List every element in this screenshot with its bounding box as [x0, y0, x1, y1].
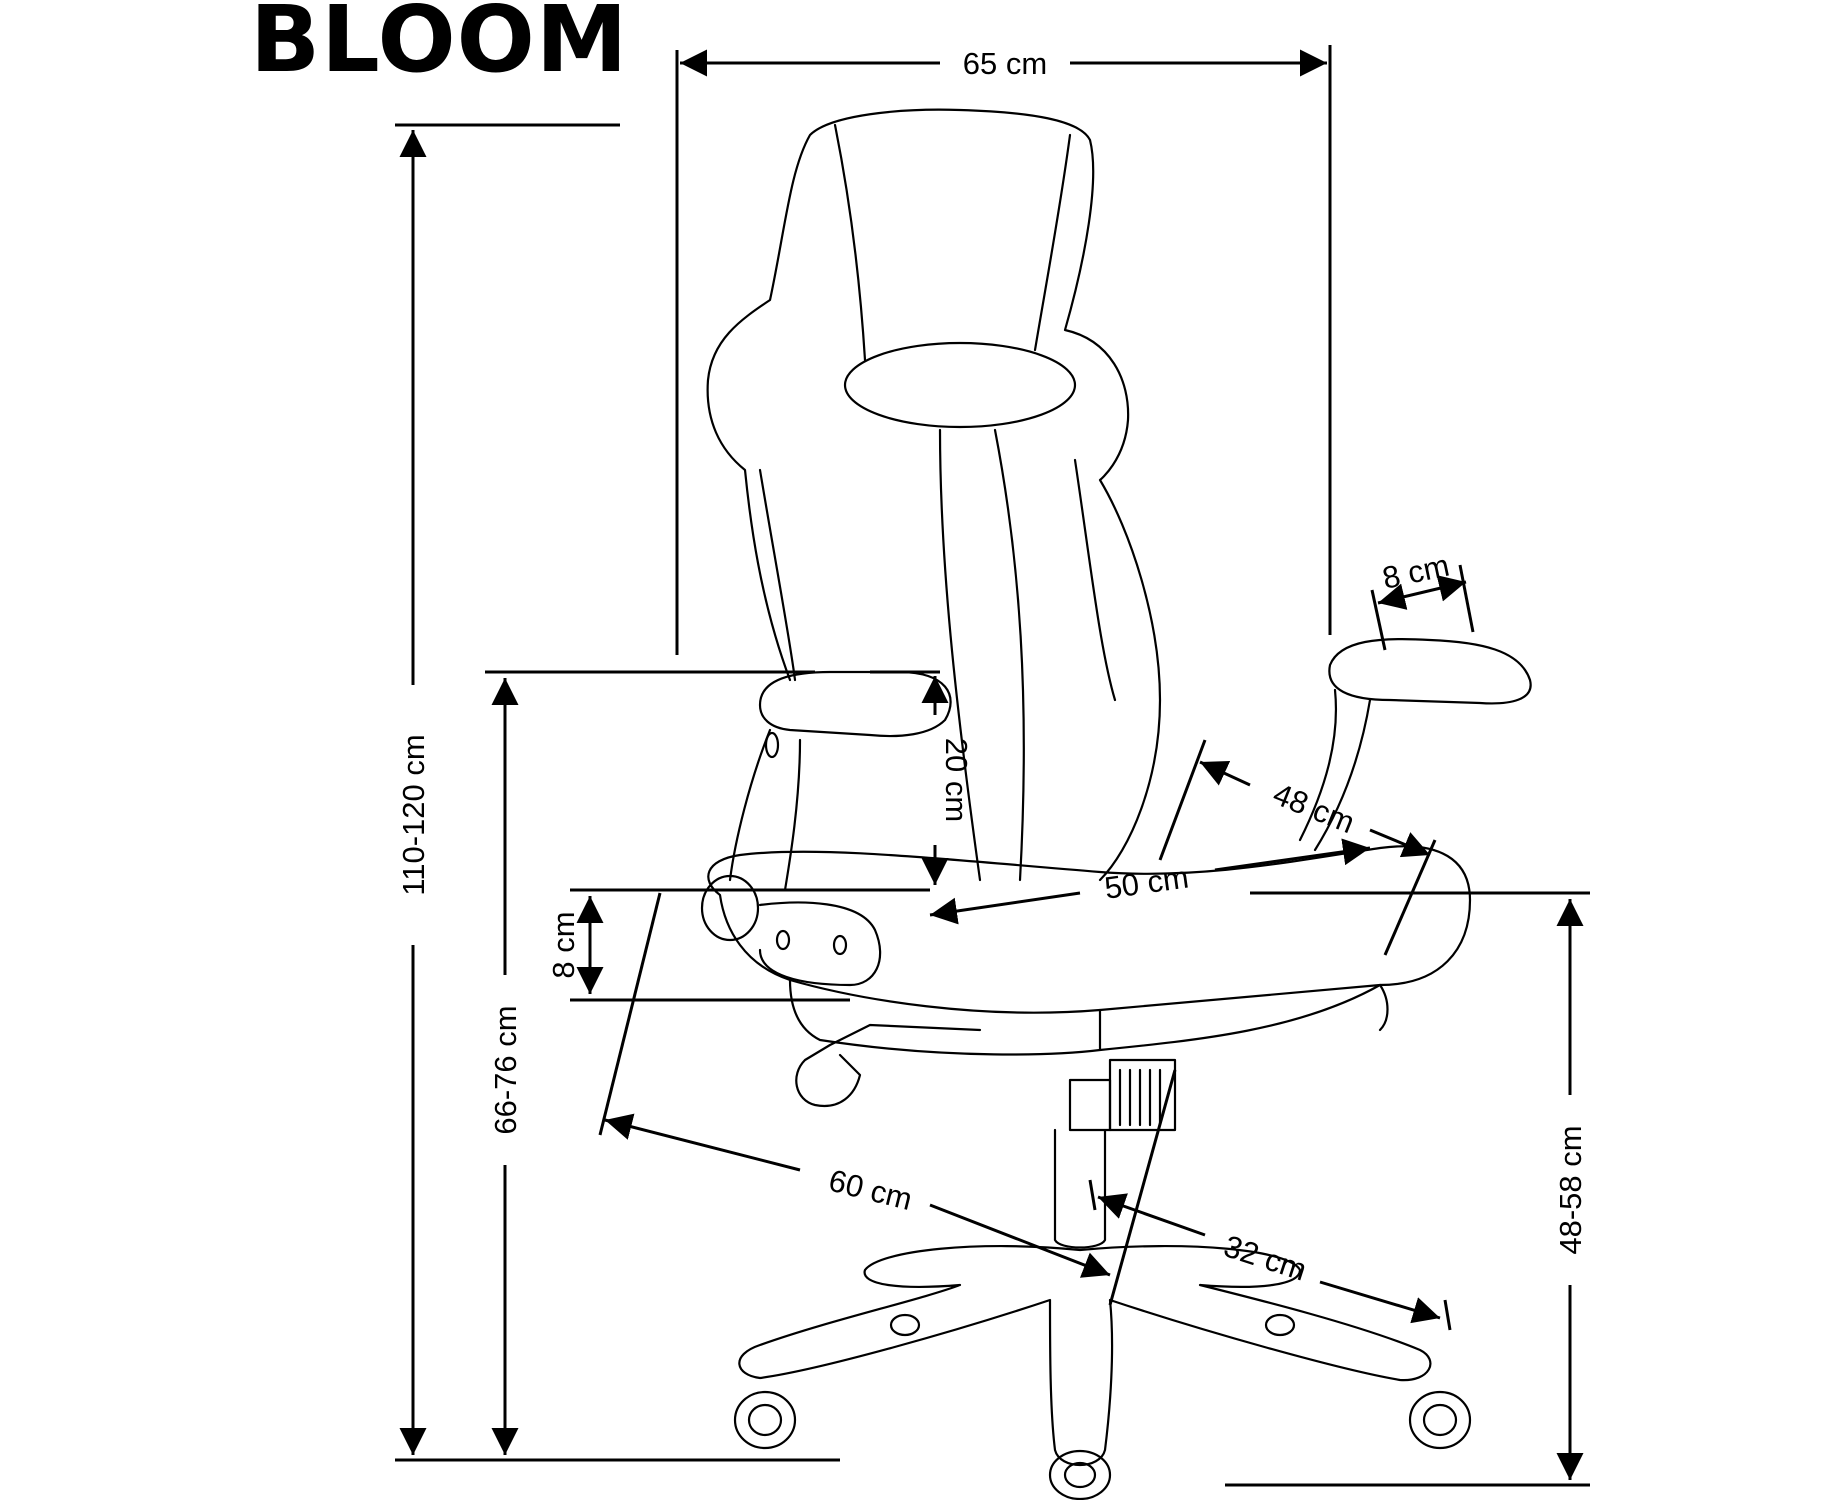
label-seat-thickness: 8 cm: [546, 911, 581, 978]
label-armrest-adjust: 20 cm: [939, 738, 974, 822]
castors: [733, 1313, 1472, 1501]
dim-base-radius-left: [1097, 1193, 1206, 1237]
headrest-pad: [843, 341, 1077, 429]
tilt-lever: [795, 1023, 982, 1108]
label-seat-height: 48-58 cm: [1553, 1125, 1588, 1254]
star-base: [738, 1244, 1432, 1467]
dim-seat-width-left: [929, 891, 1081, 925]
label-armrest-height: 66-76 cm: [488, 1005, 523, 1134]
left-armrest: [758, 670, 952, 738]
seat-cushion: [707, 845, 1472, 1014]
label-base-diameter: 60 cm: [825, 1163, 915, 1217]
backrest-stripe: [833, 123, 1072, 362]
dim-base-diameter-right: [929, 1203, 1111, 1278]
backrest-spine: [938, 428, 1025, 882]
label-overall-height: 110-120 cm: [396, 734, 431, 895]
dim-base-diameter-left: [604, 1113, 801, 1172]
right-armrest: [1328, 637, 1532, 705]
dimension-lines: [395, 45, 1590, 1487]
dim-arm-width: [1377, 575, 1467, 610]
dim-seat-depth-left: [1199, 760, 1251, 787]
chair-illustration: [700, 108, 1532, 1501]
gas-lift: [1053, 1078, 1112, 1249]
dim-seat-depth-right: [1369, 828, 1431, 858]
dimension-labels: 65 cm 110-120 cm 66-76 cm 20 cm 8 cm 48-…: [396, 46, 1588, 1288]
label-seat-width: 50 cm: [1102, 859, 1190, 905]
dim-seat-width-right: [1214, 838, 1371, 872]
arm-pivot: [700, 874, 760, 942]
label-overall-width: 65 cm: [963, 46, 1047, 81]
backrest-outline: [706, 108, 1162, 882]
dim-base-radius-right: [1319, 1280, 1441, 1324]
label-base-radius: 32 cm: [1220, 1228, 1311, 1287]
product-title: BLOOM: [250, 0, 629, 93]
